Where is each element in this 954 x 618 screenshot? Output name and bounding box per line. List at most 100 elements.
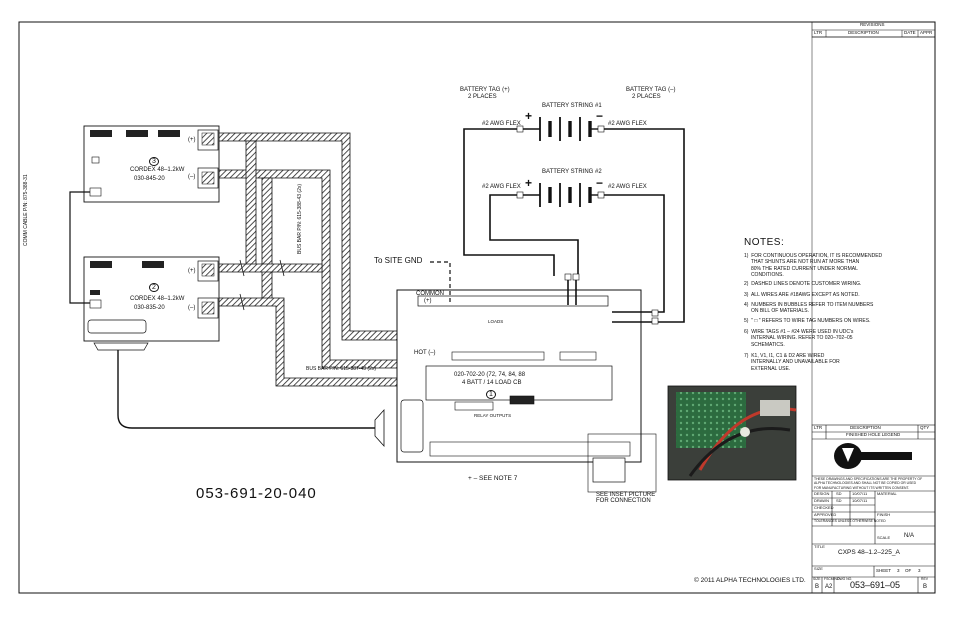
scale-label: SCALE [877,535,891,540]
loads-label: LOADS [488,319,504,324]
rev-col-description: DESCRIPTION [848,30,879,35]
legend-title: FINISHED HOLE LEGEND [846,432,901,437]
battery-plus-sign: + [525,109,533,123]
battery-minus-sign: − [596,109,604,123]
sheet-total: 3 [918,568,921,573]
alpha-technologies-logo [834,443,912,469]
legend-col-qty: QTY [920,425,930,430]
battery-string-1-symbol [520,117,600,141]
tolerances-label: TOLERANCES UNLESS OTHERWISE NOTED [814,519,886,523]
distribution-panel [396,289,657,493]
notes-title: NOTES: [744,237,785,248]
dwg-no-label: DWG NO. [837,577,853,581]
note-4: 4) NUMBERS IN BUBBLES REFER TO ITEM NUMB… [744,302,874,315]
bus-bar-bottom-positive [217,263,323,273]
drawing-title: CXPS 48–1.2–225_A [838,549,900,556]
see-note-7: + – SEE NOTE 7 [468,475,518,482]
copyright: © 2011 ALPHA TECHNOLOGIES LTD. [694,577,806,584]
rectifier-3-model: CORDEX 48–1.2kW [130,167,185,173]
checked-label: CHECKED [814,505,834,510]
rectifier-2-model: CORDEX 48–1.2kW [130,296,185,302]
drawn-initials: SD [836,498,842,503]
legend-col-ltr: LTR [814,425,823,430]
battery-minus-sign-2: − [596,176,604,190]
drawn-date: 10/07/11 [852,498,868,503]
rev-col-ltr: LTR [814,30,823,35]
approved-label: APPROVED [814,512,837,517]
awg-label-1: #2 AWG FLEX [482,121,521,127]
db25-cable [117,350,375,429]
fscm-label: FSCM NO. [824,577,841,581]
comm-cable-label: COMM CABLE P/N: 875-388-31 [23,174,29,246]
proprietary-notice: THESE DRAWINGS AND SPECIFICATIONS ARE TH… [814,477,923,490]
note-7: 7) K1, V1, I1, C1 & D2 ARE WIRED INTERNA… [744,353,840,372]
rectifier-2-dc-pos: (+) [188,268,196,274]
title-label: TITLE [814,544,825,549]
battery-tag-positive: BATTERY TAG (+) [460,87,510,93]
scale-value: N/A [904,533,915,539]
rev-label: REV [921,577,928,581]
awg-label-4: #2 AWG FLEX [608,184,647,190]
see-inset-label: SEE INSET PICTURE FOR CONNECTION [596,492,656,505]
size-col-label: SIZE [813,577,821,581]
rectifier-3-callout: 3 [149,157,159,167]
note-3: 3) ALL WIRES ARE #18AWG EXCEPT AS NOTED. [744,292,860,298]
hot-label: HOT (–) [414,350,436,356]
drawing-border [18,21,936,594]
size-label: SIZE [814,566,823,571]
wire-tags [516,125,659,325]
design-date: 10/07/11 [852,491,868,496]
revisions-title: REVISIONS [860,22,885,27]
common-label: COMMON [416,291,444,297]
rev-value: B [923,584,928,590]
size-value: B [815,584,820,590]
note-2: 2) DASHED LINES DENOTE CUSTOMER WIRING. [744,281,862,287]
relay-outputs-label: RELAY OUTPUTS [474,413,512,418]
battery-plus-sign-2: + [525,176,533,190]
awg-label-3: #2 AWG FLEX [482,184,521,190]
rectifier-3-dc-pos: (+) [188,137,196,143]
bus-bar-bottom-label: BUS BAR P/N: 615-387-43 (2x) [306,366,377,372]
battery-tag-negative: BATTERY TAG (–) [626,87,676,93]
rev-col-appr: APPR [920,30,933,35]
dwg-no-value: 053–691–05 [850,580,901,590]
title-block [811,424,936,594]
rectifier-3-dc-neg: (–) [188,174,196,180]
rectifier-2 [83,256,220,351]
material-label: MATERIAL [877,491,897,496]
comm-cable [69,191,90,304]
bus-bar-bottom-negative [217,297,421,387]
sheet-number: 3 [897,568,900,573]
rectifier-2-callout: 2 [149,283,159,293]
callout-1: 1 [486,390,496,400]
battery-wiring [463,128,685,323]
bus-bar-link-left [245,140,257,269]
sheet-of: OF [905,568,912,573]
note-6: 6) WIRE TAGS #1 – #24 WERE USED IN UDC's… [744,329,854,348]
inset-photo [667,385,797,481]
awg-label-2: #2 AWG FLEX [608,121,647,127]
bus-bar-right-label: BUS BAR P/N: 615-388-43 (2x) [297,183,303,254]
sheet-label: SHEET [876,568,892,573]
drawing-number-large: 053-691-20-040 [196,485,317,502]
rectifier-2-part: 030-835-20 [134,305,165,311]
fscm-value: A2 [825,584,833,590]
design-label: DESIGN [814,491,830,496]
finish-label: FINISH [877,512,891,517]
revisions-table [811,21,936,425]
legend-col-description: DESCRIPTION [850,425,881,430]
design-initials: SD [836,491,842,496]
bus-bar-link-right [261,177,273,303]
battery-string-1-label: BATTERY STRING #1 [542,103,602,109]
distribution-line-2: 4 BATT / 14 LOAD CB [462,380,522,386]
battery-tag-negative-places: 2 PLACES [632,94,661,100]
common-sign: (+) [424,298,432,304]
rectifier-3-part: 030-845-20 [134,176,165,182]
rev-col-date: DATE [904,30,916,35]
rectifier-2-dc-neg: (–) [188,305,196,311]
battery-string-2-label: BATTERY STRING #2 [542,169,602,175]
battery-tag-positive-places: 2 PLACES [468,94,497,100]
note-5: 5) " □ " REFERS TO WIRE TAG NUMBERS ON W… [744,318,871,324]
site-gnd-label: To SITE GND [374,256,423,265]
